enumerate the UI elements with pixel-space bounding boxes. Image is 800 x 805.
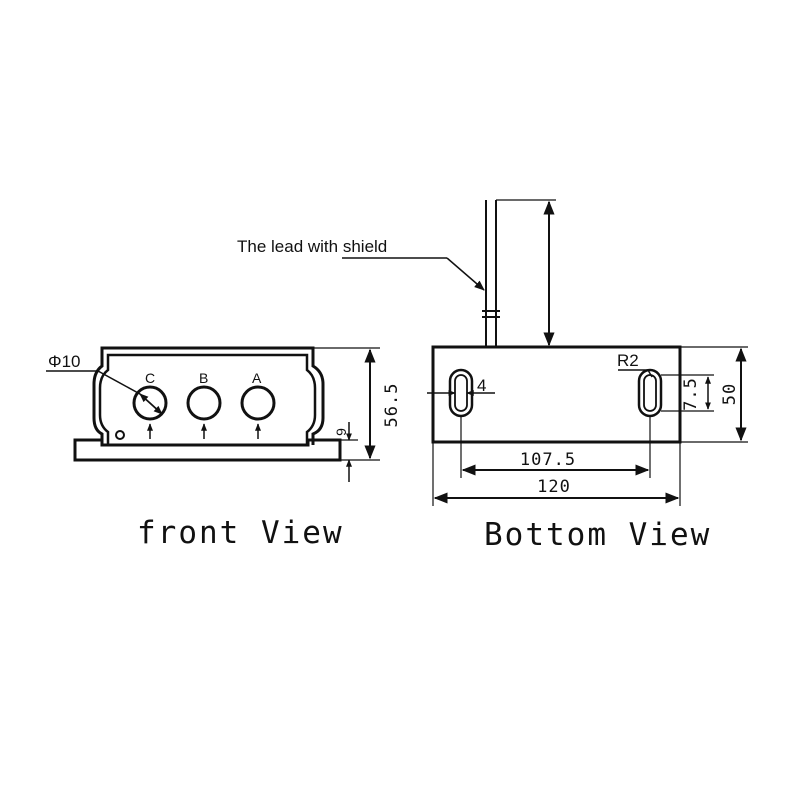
slot-length-label: 7.5 [681,377,701,411]
hole-b [186,385,222,421]
front-housing-outer [92,346,325,445]
hole-a-label: A [252,370,262,386]
radius-label: R2 [617,351,639,370]
bottom-view-title: Bottom View [484,517,711,553]
right-slot-inner [643,374,657,412]
slot-width-label: 4 [477,376,486,395]
lead-leader [446,257,485,291]
radius-leader [647,369,653,378]
diameter-label: Φ10 [48,352,80,371]
depth-label: 50 [720,383,740,405]
front-view [46,346,380,482]
bottom-view [342,199,748,506]
left-slot-inner [454,374,468,412]
height-label: 56.5 [382,383,402,428]
front-view-title: front View [137,515,344,551]
hole-spacing-label: 107.5 [520,450,576,470]
front-base-plate [73,438,342,462]
right-slot-outer [637,368,663,418]
bottom-body [431,345,682,444]
hole-b-label: B [199,370,208,386]
base-label: 9 [333,428,349,436]
hole-c-label: C [145,370,155,386]
lead-label: The lead with shield [237,237,387,256]
screw-mark [115,430,125,440]
front-housing-inner [98,353,317,445]
hole-c [132,385,168,421]
hole-a [240,385,276,421]
diameter-leader [97,370,141,395]
diameter-arrow [139,393,163,415]
length-label: 120 [537,477,571,497]
